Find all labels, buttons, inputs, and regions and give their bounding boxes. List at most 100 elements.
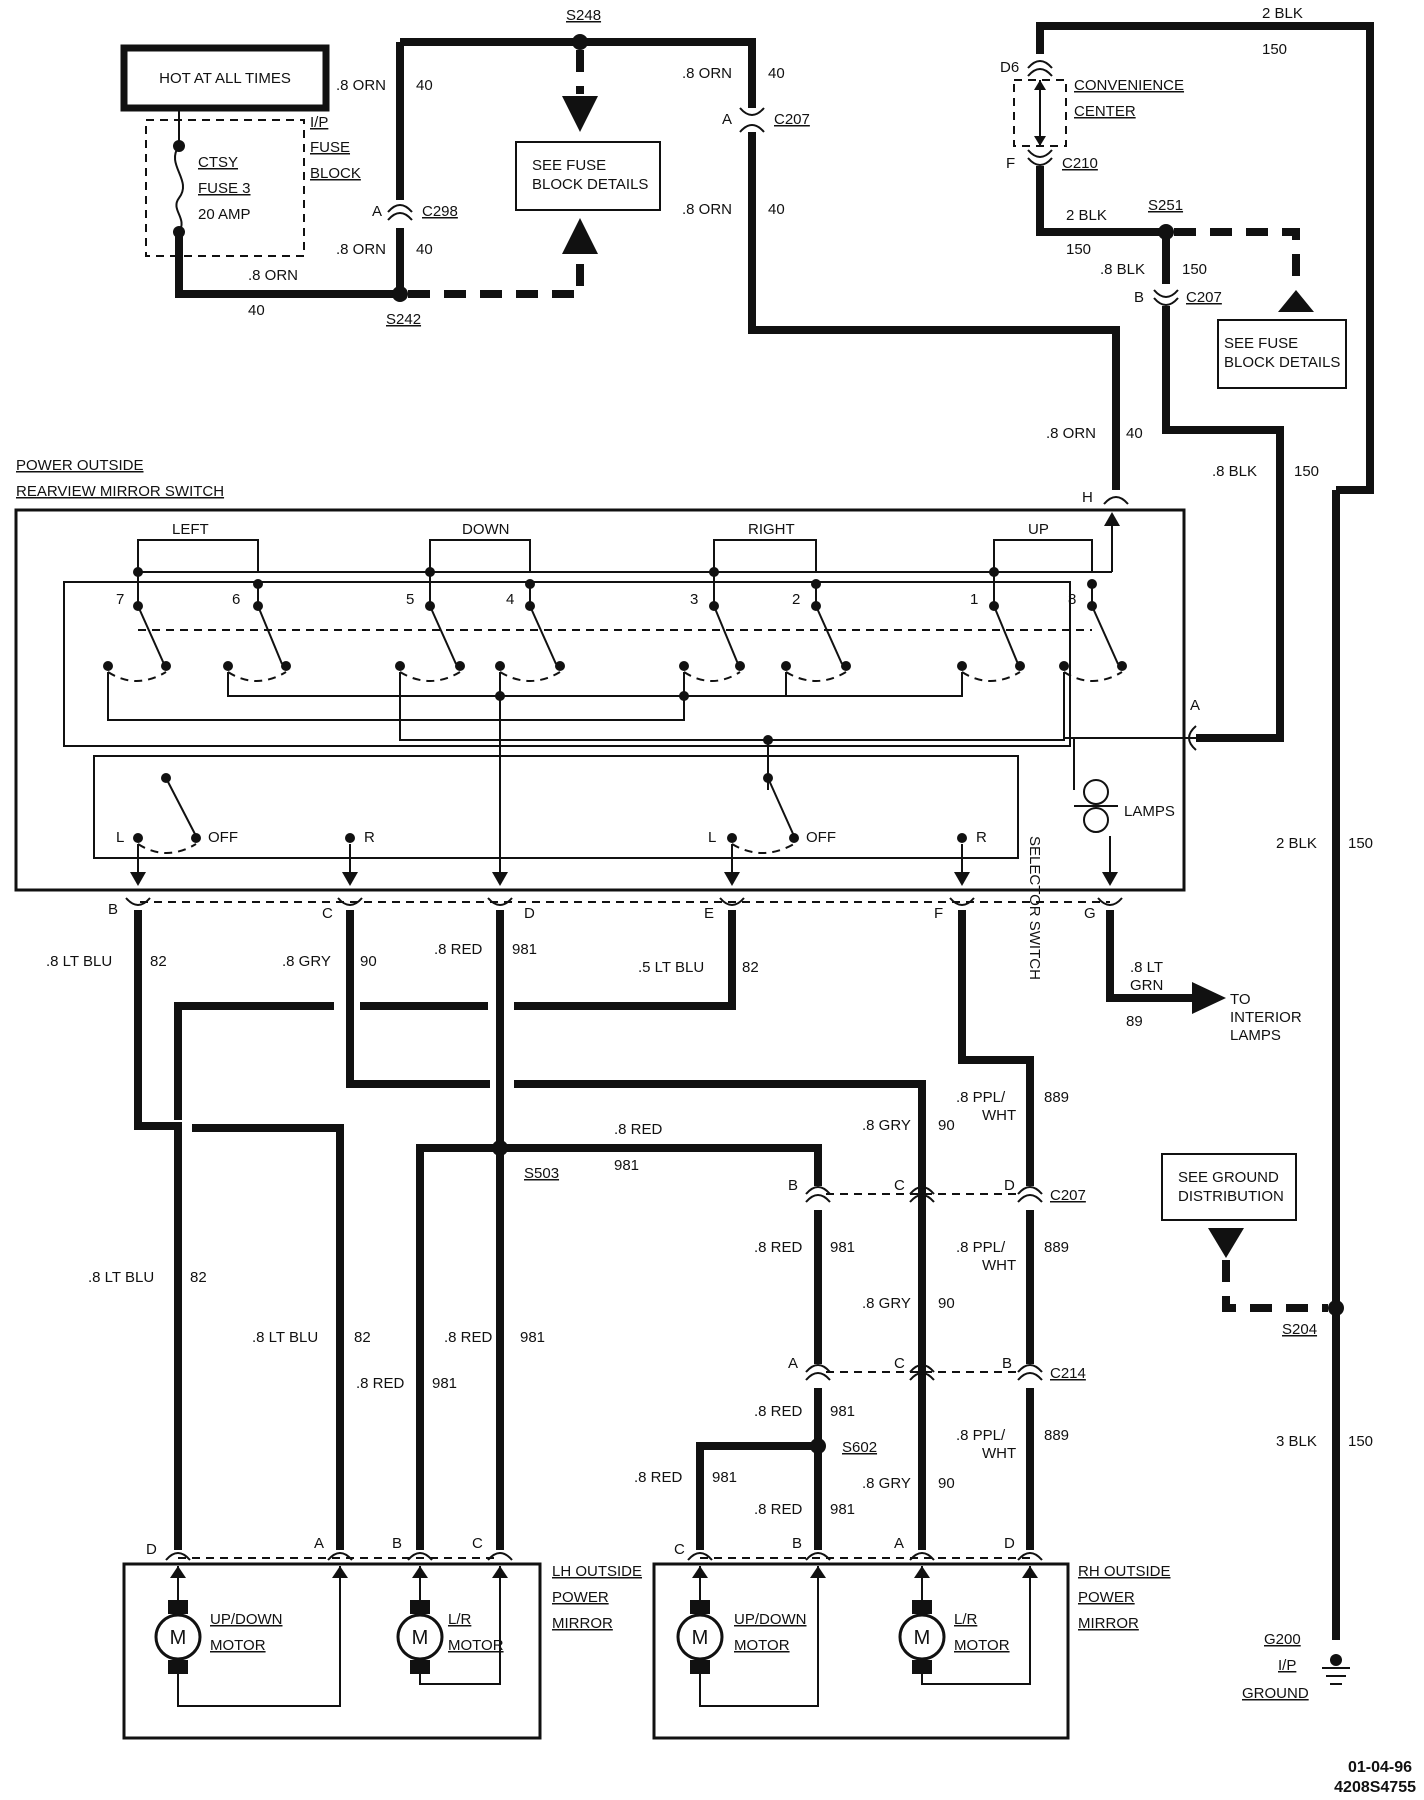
date-label: 01-04-96 — [1348, 1759, 1412, 1776]
wire-circuit: 981 — [830, 1239, 855, 1256]
ip-fuse-label-3: BLOCK — [310, 165, 361, 182]
rh-lr-motor-label-1: L/R — [954, 1611, 978, 1628]
see-ground-distribution-box — [1161, 1153, 1297, 1221]
motor-m: M — [914, 1627, 931, 1649]
selector-switch-label: SELECTOR SWITCH — [1026, 836, 1043, 980]
selector-r: R — [364, 829, 375, 846]
pin-d: D — [146, 1541, 157, 1558]
pin-b: B — [108, 901, 118, 918]
lh-mirror-label-1: LH OUTSIDE — [552, 1563, 642, 1580]
selector-r: R — [976, 829, 987, 846]
wire-label: .8 LT BLU — [252, 1329, 318, 1346]
arrow-up-icon — [562, 218, 598, 254]
terminal-5: 5 — [406, 591, 414, 608]
wire-label: .8 RED — [444, 1329, 493, 1346]
terminal-3: 3 — [690, 591, 698, 608]
splice-s204-label: S204 — [1282, 1321, 1317, 1338]
wire-label: .8 PPL/ — [956, 1089, 1006, 1106]
connector-c207-label: C207 — [1050, 1187, 1086, 1204]
connector-c298-label: C298 — [422, 203, 458, 220]
wire-circuit: 981 — [512, 941, 537, 958]
wire-circuit: 981 — [830, 1403, 855, 1420]
ip-fuse-block-outline — [145, 119, 305, 257]
wire-label: .8 ORN — [1046, 425, 1096, 442]
wire-label: .8 RED — [614, 1121, 663, 1138]
rh-mirror-internal — [692, 1566, 1038, 1707]
connector-c214-label: C214 — [1050, 1365, 1086, 1382]
see-fuse-label-1: SEE FUSE — [532, 157, 606, 174]
rh-mirror-label-2: POWER — [1078, 1589, 1135, 1606]
interior-label-3: LAMPS — [1230, 1027, 1281, 1044]
selector-switch — [133, 773, 967, 854]
wire-circuit: 82 — [150, 953, 167, 970]
pin-d: D — [1004, 1535, 1015, 1552]
selector-off: OFF — [806, 829, 836, 846]
splice-s602-label: S602 — [842, 1439, 877, 1456]
see-fuse-label-2: BLOCK DETAILS — [532, 176, 648, 193]
wire-circuit: 40 — [416, 241, 433, 258]
wire-label: .8 LT BLU — [46, 953, 112, 970]
wire-label: .8 RED — [634, 1469, 683, 1486]
terminal-2: 2 — [792, 591, 800, 608]
wire-label: .8 ORN — [336, 77, 386, 94]
splice-s242-label: S242 — [386, 311, 421, 328]
fuse-element — [173, 145, 185, 233]
motor-icon — [676, 1600, 724, 1674]
wire-label: .8 GRY — [862, 1295, 911, 1312]
wire-circuit: 90 — [938, 1117, 955, 1134]
wire-label: 3 BLK — [1276, 1433, 1317, 1450]
rh-mirror-label-1: RH OUTSIDE — [1078, 1563, 1171, 1580]
see-ground-label-1: SEE GROUND — [1178, 1169, 1279, 1186]
motor-m: M — [170, 1627, 187, 1649]
convenience-center-label-1: CONVENIENCE — [1074, 77, 1184, 94]
wire-label: .8 PPL/ — [956, 1239, 1006, 1256]
wire-label: .8 RED — [356, 1375, 405, 1392]
pin-label: A — [372, 203, 382, 220]
wire-circuit: 90 — [360, 953, 377, 970]
rh-mirror-connector — [687, 1552, 1043, 1561]
pin-d: D — [524, 905, 535, 922]
wire-label: .8 GRY — [282, 953, 331, 970]
arrow-right-icon — [1192, 982, 1226, 1014]
pin-label: B — [1134, 289, 1144, 306]
wire-circuit: 150 — [1182, 261, 1207, 278]
switch-title-1: POWER OUTSIDE — [16, 457, 144, 474]
splice-s248-label: S248 — [566, 7, 601, 24]
wire-label: .8 ORN — [248, 267, 298, 284]
ground-icon — [1330, 1654, 1342, 1666]
wire-label: .8 BLK — [1212, 463, 1257, 480]
wire-label: .8 GRY — [862, 1475, 911, 1492]
wire-circuit: 150 — [1262, 41, 1287, 58]
wire-circuit: 40 — [248, 302, 265, 319]
wire-label: 2 BLK — [1066, 207, 1107, 224]
terminal-8: 8 — [1068, 591, 1076, 608]
switch-terminals — [133, 567, 1097, 611]
wire-circuit: 981 — [432, 1375, 457, 1392]
wire-label-2: WHT — [982, 1257, 1016, 1274]
wire-circuit: 40 — [768, 65, 785, 82]
selector-l: L — [708, 829, 716, 846]
ctsy-fuse-label-3: 20 AMP — [198, 206, 251, 223]
hot-at-all-times-box — [120, 44, 330, 112]
ip-fuse-label-2: FUSE — [310, 139, 350, 156]
pin-a: A — [894, 1535, 904, 1552]
rh-mirror-box — [652, 1562, 1070, 1740]
terminal-1: 1 — [970, 591, 978, 608]
pin-c: C — [472, 1535, 483, 1552]
hot-at-all-times-label: HOT AT ALL TIMES — [159, 70, 291, 87]
lh-lr-motor-label-1: L/R — [448, 1611, 472, 1628]
pin-c: C — [894, 1355, 905, 1372]
wire-circuit: 981 — [520, 1329, 545, 1346]
connector-c210-label: C210 — [1062, 155, 1098, 172]
pin-label: A — [1190, 697, 1200, 714]
splice-s204 — [1328, 1300, 1344, 1316]
pin-b: B — [1002, 1355, 1012, 1372]
motor-icon — [396, 1600, 444, 1674]
pin-b: B — [788, 1177, 798, 1194]
lh-mirror-label-2: POWER — [552, 1589, 609, 1606]
lh-lr-motor-label-2: MOTOR — [448, 1637, 504, 1654]
wire-label: .8 RED — [434, 941, 483, 958]
switch-pin-drops — [130, 844, 970, 886]
pin-e: E — [704, 905, 714, 922]
